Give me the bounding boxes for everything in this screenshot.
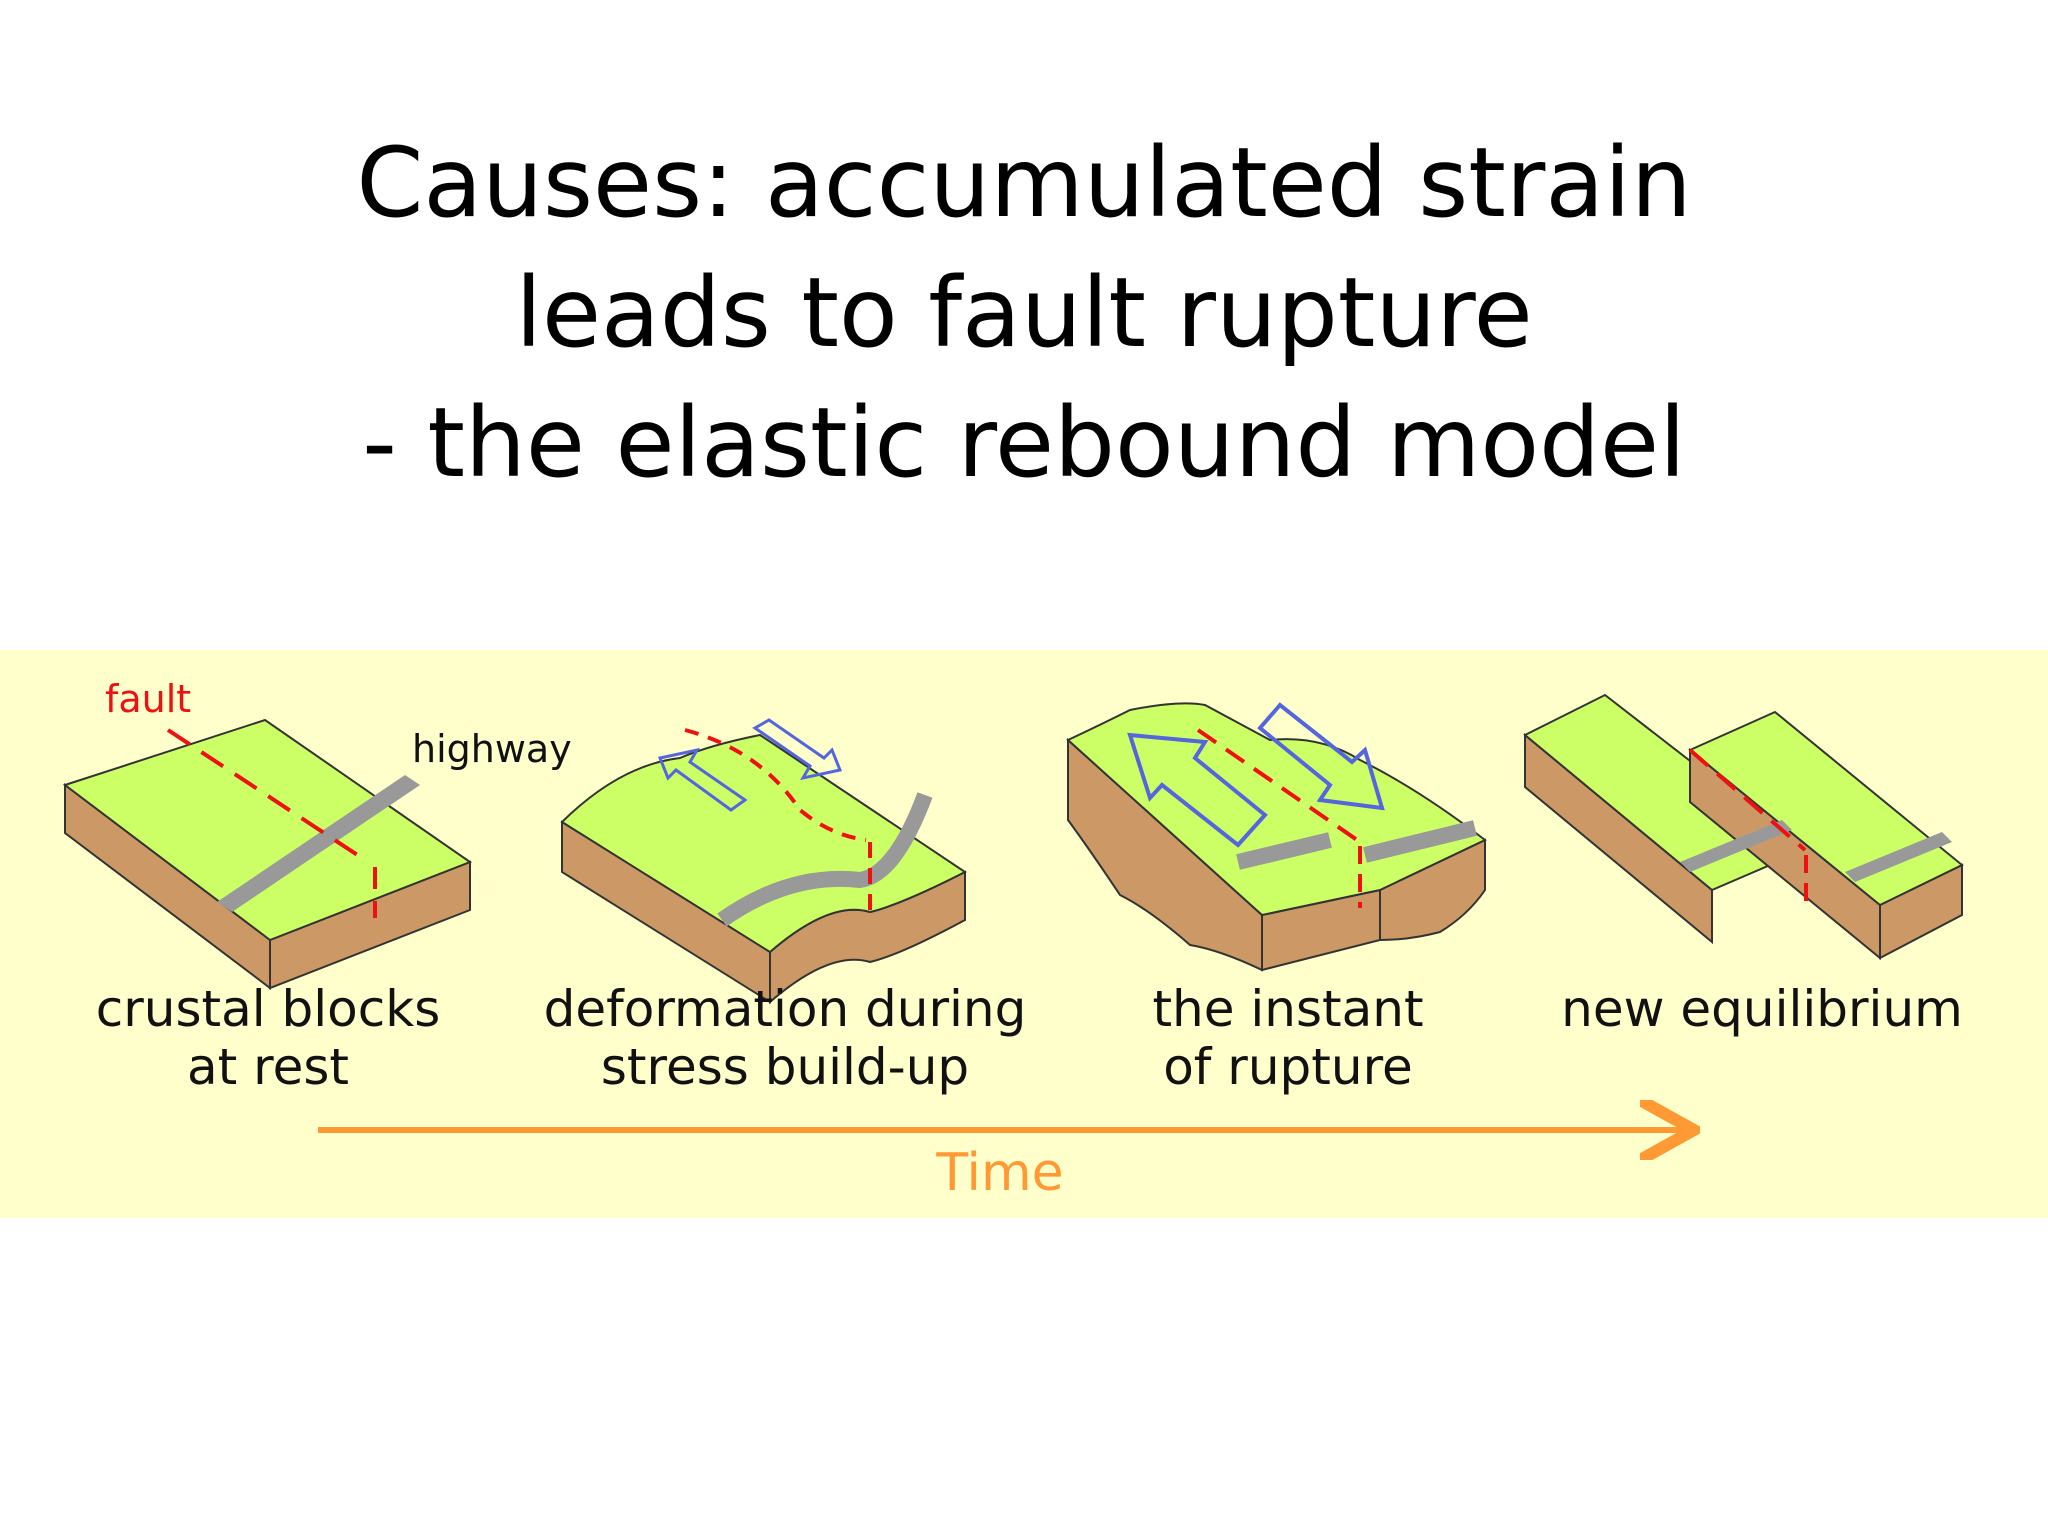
- highway-label: highway: [412, 727, 572, 771]
- stage-3-block: [1066, 702, 1487, 972]
- stage-2-highway: [717, 792, 933, 927]
- stage-4-fault-line: [1688, 748, 1807, 852]
- stage-2-caption-line-1: deformation during: [544, 980, 1027, 1038]
- stage-2-fault-line: [684, 728, 867, 842]
- stage-3-highway: [1236, 820, 1477, 870]
- stage-3-front-face: [1067, 737, 1263, 972]
- stage-4-highway-right: [1845, 832, 1952, 882]
- stage-2-caption-line-2: stress build-up: [601, 1038, 969, 1096]
- stage-4-highway-left: [1680, 820, 1792, 872]
- stage-2-block: [560, 718, 967, 1005]
- stage-1-caption-line-2: at rest: [187, 1038, 349, 1096]
- stage-3-top-surface: [1066, 702, 1487, 917]
- stage-1-block: [62, 718, 473, 991]
- stage-1-highway: [217, 775, 420, 912]
- stage-2-stress-arrow-left: [657, 747, 748, 812]
- stage-4-caption-line-1: new equilibrium: [1561, 980, 1963, 1038]
- stage-1-caption-line-1: crustal blocks: [96, 980, 441, 1038]
- stage-1-top-surface: [62, 718, 473, 942]
- diagram-canvas: fault highway crustal blocks at rest def…: [62, 677, 1964, 1203]
- stage-2-stress-arrow-right: [752, 718, 843, 781]
- stage-4-block: [1523, 693, 1964, 961]
- stage-3-rupture-arrow-right: [1257, 702, 1385, 811]
- stage-3-rupture-arrow-left: [1127, 732, 1268, 848]
- title-line-3: - the elastic rebound model: [362, 387, 1686, 499]
- stage-3-caption-line-2: of rupture: [1163, 1038, 1413, 1096]
- stage-3-caption-line-1: the instant: [1152, 980, 1423, 1038]
- slide-title: Causes: accumulated strain leads to faul…: [0, 118, 2048, 508]
- stage-2-top-surface: [560, 733, 967, 954]
- elastic-rebound-diagram: fault highway crustal blocks at rest def…: [0, 650, 2048, 1218]
- time-label: Time: [935, 1143, 1063, 1203]
- fault-label: fault: [105, 677, 191, 721]
- title-line-2: leads to fault rupture: [515, 257, 1533, 369]
- title-line-1: Causes: accumulated strain: [356, 127, 1692, 239]
- stage-3-right-face: [1261, 838, 1486, 972]
